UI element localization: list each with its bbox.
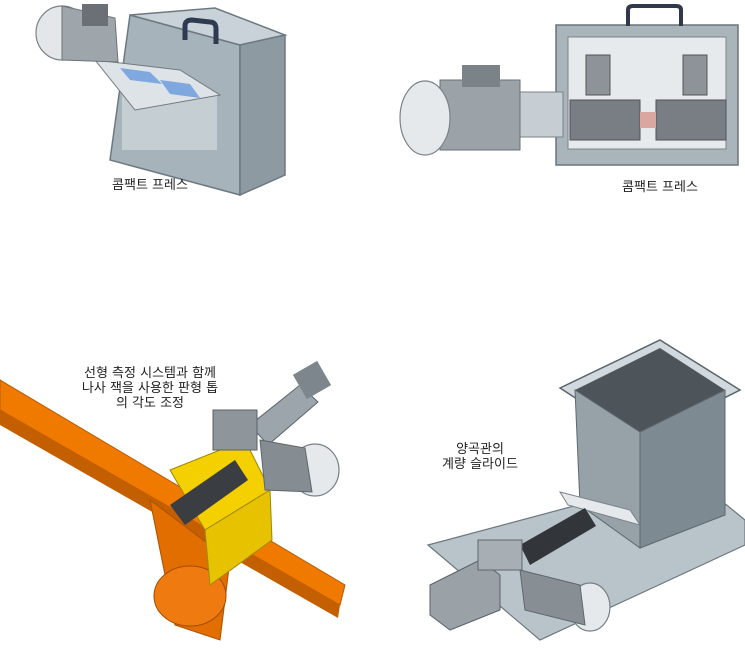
caption-metering-slide: 양곡관의 계량 슬라이드 xyxy=(442,442,518,472)
caption-saw-angle-adjustment: 선형 측정 시스템과 함께 나사 잭을 사용한 판형 톱 의 각도 조정 xyxy=(81,366,219,411)
caption-compact-press-right: 콤팩트 프레스 xyxy=(622,180,698,195)
caption-compact-press-left: 콤팩트 프레스 xyxy=(112,178,188,193)
